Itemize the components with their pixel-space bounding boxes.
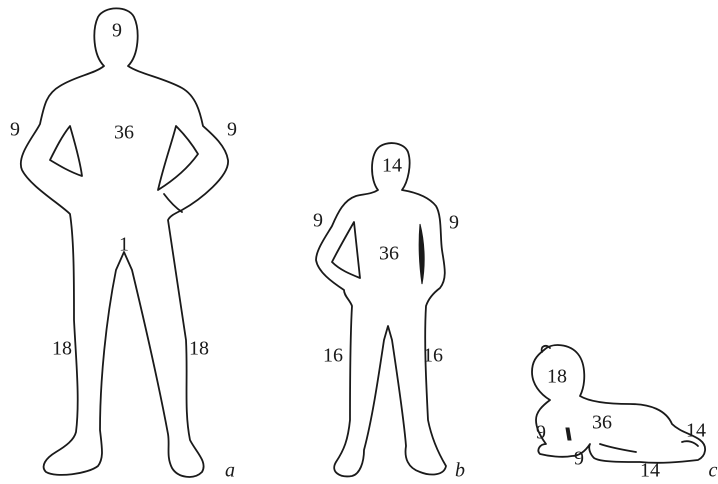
child-figure: 14 9 9 36 16 16 b: [313, 143, 465, 482]
adult-figure: 9 9 9 36 1 18 18 a: [10, 8, 237, 481]
child-trunk-label: 36: [379, 243, 399, 265]
infant-figure-letter: c: [709, 460, 718, 482]
adult-trunk-label: 36: [114, 122, 134, 144]
adult-left-leg-label: 18: [52, 338, 72, 360]
child-left-arm-label: 9: [313, 210, 323, 232]
infant-outline: [532, 345, 705, 463]
child-right-leg-label: 16: [423, 345, 443, 367]
infant-head-label: 18: [547, 366, 567, 388]
child-right-arm-label: 9: [449, 212, 459, 234]
infant-foot-detail: [682, 441, 698, 446]
infant-arm-back-label: 9: [536, 422, 546, 444]
child-figure-letter: b: [455, 460, 465, 482]
infant-leg-lower-label: 14: [640, 460, 660, 482]
infant-leg-upper-label: 14: [686, 420, 706, 442]
child-outline: [316, 143, 446, 476]
adult-right-arm-gap: [158, 126, 198, 190]
infant-figure: 18 36 9 9 14 14 c: [532, 345, 718, 482]
adult-left-arm-gap: [50, 126, 82, 176]
child-left-arm-gap: [332, 222, 360, 278]
child-head-label: 14: [382, 155, 402, 177]
adult-right-arm-label: 9: [227, 119, 237, 141]
infant-trunk-label: 36: [592, 412, 612, 434]
infant-knee-fold: [600, 444, 636, 452]
infant-arm-detail: [566, 428, 571, 440]
child-right-arm-slit: [419, 224, 424, 284]
child-left-leg-label: 16: [323, 345, 343, 367]
adult-head-label: 9: [112, 20, 122, 42]
adult-genital-label: 1: [119, 234, 129, 256]
infant-arm-front-label: 9: [574, 448, 584, 470]
adult-right-leg-label: 18: [189, 338, 209, 360]
adult-left-arm-label: 9: [10, 119, 20, 141]
adult-right-hand: [164, 194, 182, 212]
adult-figure-letter: a: [225, 460, 235, 482]
